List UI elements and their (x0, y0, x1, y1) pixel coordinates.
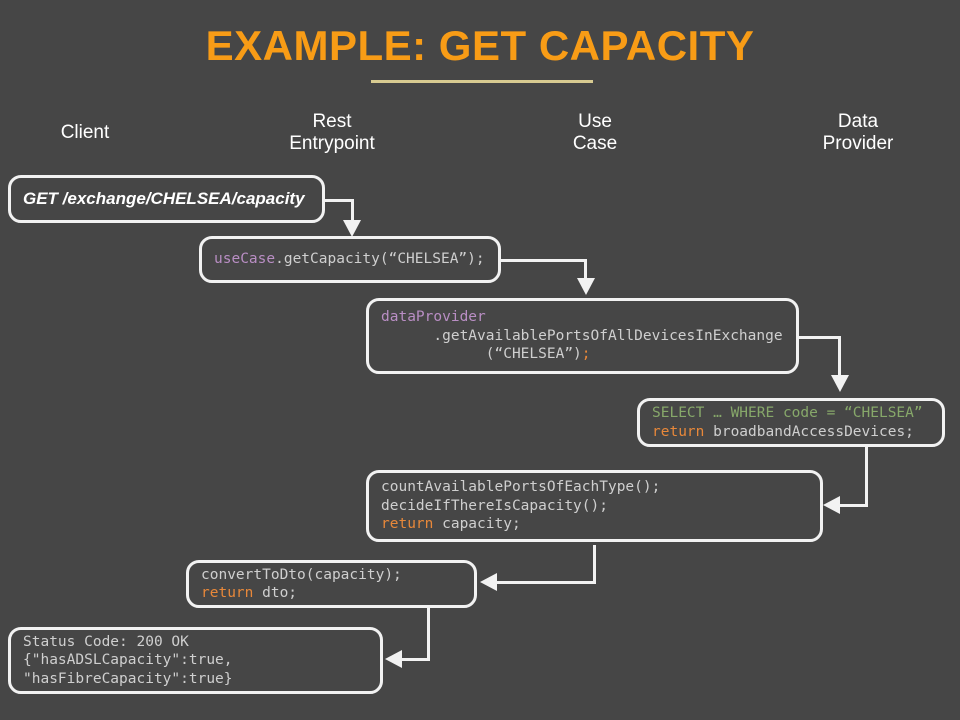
box-http-request[interactable]: GET /exchange/CHELSEA/capacity (8, 175, 325, 223)
usecase-logic-line2: decideIfThereIsCapacity(); (381, 497, 608, 514)
page-title: EXAMPLE: GET CAPACITY (205, 22, 755, 69)
column-header-use-case: Use Case (525, 111, 665, 155)
box-http-response[interactable]: Status Code: 200 OK {"hasADSLCapacity":tr… (8, 627, 383, 694)
connector-request-to-usecase-vertical (351, 199, 354, 224)
http-request-text: GET /exchange/CHELSEA/capacity (23, 189, 305, 208)
box-usecase-call[interactable]: useCase.getCapacity(“CHELSEA”); (199, 236, 501, 283)
connector-dataprovider-to-sql-vertical (838, 336, 841, 380)
connector-logic-to-dto-horizontal (495, 581, 596, 584)
arrowhead-request-to-usecase (343, 220, 361, 237)
column-header-rest-entrypoint: Rest Entrypoint (262, 111, 402, 155)
arrowhead-usecase-to-dataprovider (577, 278, 595, 295)
sql-query-code: SELECT … WHERE code = “CHELSEA” return br… (652, 404, 930, 441)
convert-dto-code: convertToDto(capacity); return dto; (201, 566, 462, 603)
column-header-data-provider: Data Provider (788, 111, 928, 155)
dataprovider-object-token: dataProvider (381, 309, 486, 326)
dataprovider-semicolon-token: ; (581, 346, 591, 363)
arrowhead-logic-to-dto (480, 573, 497, 591)
column-header-client: Client (25, 122, 145, 144)
dataprovider-call-code: dataProvider .getAvailablePortsOfAllDevi… (381, 308, 784, 364)
convert-dto-return-keyword: return (201, 585, 254, 601)
usecase-call-code: useCase.getCapacity(“CHELSEA”); (214, 250, 486, 269)
connector-sql-to-logic-horizontal (838, 504, 868, 507)
connector-dataprovider-to-sql-horizontal (797, 336, 841, 339)
usecase-logic-line1: countAvailablePortsOfEachType(); (381, 479, 661, 496)
sql-return-value: broadbandAccessDevices; (704, 423, 914, 440)
column-header-rest-entrypoint-line1: Rest (312, 111, 352, 132)
arrowhead-sql-to-logic (823, 496, 840, 514)
arrowhead-dto-to-response (385, 650, 402, 668)
http-response-body-line1: {"hasADSLCapacity":true, (23, 652, 233, 669)
box-dataprovider-call[interactable]: dataProvider .getAvailablePortsOfAllDevi… (366, 298, 799, 374)
usecase-method-token: .getCapacity(“CHELSEA”); (275, 251, 485, 268)
column-header-client-label: Client (60, 122, 110, 143)
dataprovider-arg-token: (“CHELSEA”) (381, 346, 582, 363)
connector-usecase-to-dataprovider-horizontal (500, 259, 587, 262)
box-sql-query[interactable]: SELECT … WHERE code = “CHELSEA” return br… (637, 398, 945, 447)
connector-usecase-to-dataprovider-vertical (584, 259, 587, 283)
http-response-code: Status Code: 200 OK {"hasADSLCapacity":tr… (23, 633, 368, 689)
connector-request-to-usecase-horizontal (322, 199, 354, 202)
convert-dto-return-value: dto; (253, 585, 298, 601)
usecase-object-token: useCase (214, 251, 276, 268)
column-header-use-case-line1: Use (578, 111, 612, 132)
box-convert-dto[interactable]: convertToDto(capacity); return dto; (186, 560, 477, 608)
sql-return-keyword: return (652, 423, 705, 440)
http-response-body-line2: "hasFibreCapacity":true} (23, 670, 233, 687)
usecase-logic-return-keyword: return (381, 516, 434, 533)
column-header-rest-entrypoint-line2: Entrypoint (289, 133, 375, 154)
connector-dto-to-response-vertical (427, 608, 430, 660)
box-usecase-logic[interactable]: countAvailablePortsOfEachType();decideIf… (366, 470, 823, 542)
title-underline (371, 80, 593, 83)
column-header-data-provider-line2: Provider (822, 133, 894, 154)
connector-dto-to-response-horizontal (400, 658, 430, 661)
sql-select-token: SELECT … WHERE code = “CHELSEA” (652, 405, 923, 421)
http-response-status: Status Code: 200 OK (23, 633, 189, 650)
usecase-logic-return-value: capacity; (433, 516, 521, 533)
column-header-data-provider-line1: Data (837, 111, 879, 132)
connector-logic-to-dto-vertical (593, 545, 596, 583)
arrowhead-dataprovider-to-sql (831, 375, 849, 392)
connector-sql-to-logic-vertical (865, 447, 868, 506)
dataprovider-method-token: .getAvailablePortsOfAllDevicesInExchange (381, 327, 783, 344)
convert-dto-line1: convertToDto(capacity); (201, 566, 402, 583)
usecase-logic-code: countAvailablePortsOfEachType();decideIf… (381, 478, 808, 534)
column-header-use-case-line2: Case (572, 133, 618, 154)
